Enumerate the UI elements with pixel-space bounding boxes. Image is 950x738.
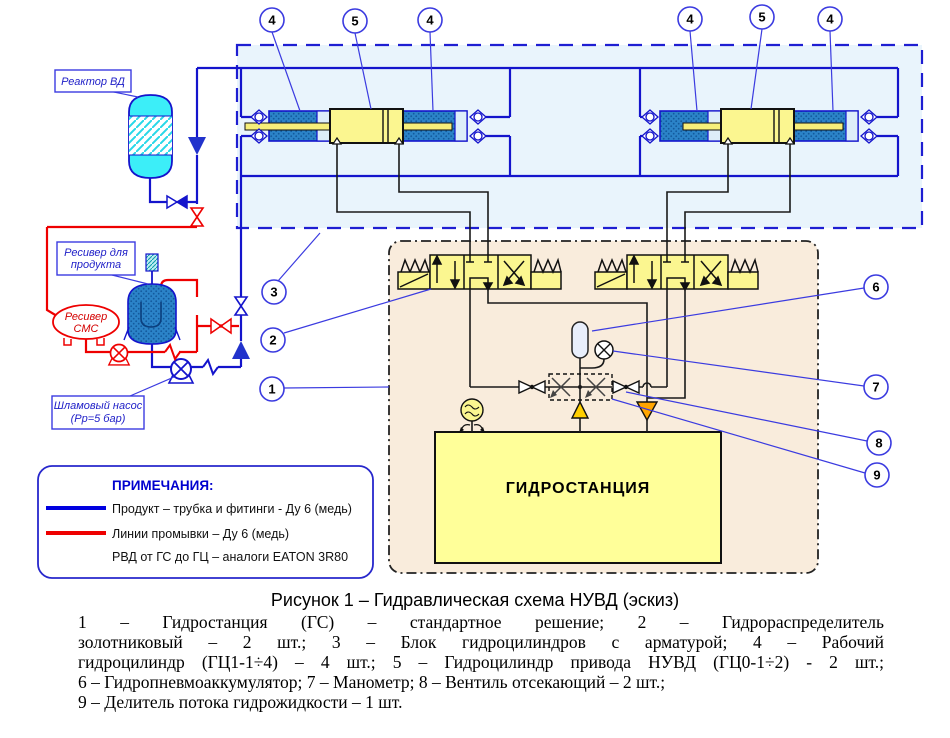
- callout-1: 1: [259, 376, 285, 402]
- callout-6: 6: [863, 274, 889, 300]
- svg-text:4: 4: [268, 13, 276, 28]
- svg-text:4: 4: [826, 12, 834, 27]
- accumulator-icon: [571, 321, 589, 359]
- callout-leaders: [108, 28, 868, 474]
- callout-9: 9: [864, 462, 890, 488]
- legend-title: ПРИМЕЧАНИЯ:: [112, 478, 214, 493]
- cmc-receiver-label-1: Ресивер: [65, 311, 108, 323]
- svg-text:3: 3: [270, 285, 277, 300]
- legend-item-flush: Линии промывки – Ду 6 (медь): [112, 527, 289, 541]
- callout-8: 8: [866, 430, 892, 456]
- svg-text:7: 7: [872, 380, 879, 395]
- cmc-receiver: Ресивер СМС: [52, 304, 120, 346]
- svg-text:1: 1: [268, 382, 275, 397]
- product-piping: [148, 66, 900, 369]
- svg-text:8: 8: [875, 436, 882, 451]
- check-valve-down-icon: [188, 137, 206, 155]
- callout-5b: 5: [749, 4, 775, 30]
- svg-text:продукта: продукта: [71, 259, 121, 271]
- spring-icon: [400, 257, 430, 274]
- svg-text:4: 4: [426, 13, 434, 28]
- reactor-vessel: [128, 94, 173, 179]
- pipe-break-red-icon: [164, 342, 181, 362]
- drive-cylinder: [329, 108, 404, 144]
- flush-branch-valve-icon: [210, 317, 232, 335]
- check-valve-up-icon: [232, 341, 250, 359]
- spring-icon: [730, 257, 759, 274]
- slurry-pump-label-box: Шламовый насос (Рр=5 бар): [51, 395, 145, 430]
- directional-valve-1: [397, 254, 562, 292]
- callout-3: 3: [261, 279, 287, 305]
- breather-icon: [459, 398, 485, 433]
- cylinder-assembly-right: [641, 108, 878, 145]
- svg-text:Ресивер для: Ресивер для: [64, 247, 128, 259]
- callout-4c: 4: [677, 6, 703, 32]
- slurry-pump-icon: [168, 358, 194, 384]
- solenoid-icon: [399, 273, 429, 288]
- spring-icon: [533, 257, 562, 274]
- pressure-gauge-icon: [594, 340, 614, 360]
- component-list-line: 6 – Гидропневмоаккумулятор; 7 – Манометр…: [78, 672, 666, 692]
- dip-tube-icon: [140, 302, 162, 328]
- drive-cylinder: [720, 108, 795, 144]
- svg-text:5: 5: [758, 10, 765, 25]
- svg-text:Шламовый насос: Шламовый насос: [54, 400, 143, 412]
- solenoid-icon: [596, 273, 626, 288]
- shutoff-valve-left-icon: [518, 379, 546, 395]
- legend-item-product: Продукт – трубка и фитинги - Ду 6 (медь): [112, 502, 352, 516]
- flush-pump-icon: [107, 343, 131, 366]
- component-list-line: 1 – Гидростанция (ГС) – стандартное реше…: [78, 612, 884, 632]
- equipment-labels: Реактор ВД Ресивер для продукта Шламовый…: [51, 69, 145, 430]
- reactor-label: Реактор ВД: [61, 76, 125, 88]
- component-list-line: золотниковый – 2 шт.; 3 – Блок гидроцили…: [78, 632, 884, 652]
- reactor-label-box: Реактор ВД: [54, 69, 132, 93]
- component-list: 1 – Гидростанция (ГС) – стандартное реше…: [0, 610, 950, 712]
- legend-item-rvd: РВД от ГС до ГЦ – аналоги EATON 3R80: [112, 550, 348, 564]
- hose-lines: [336, 144, 791, 255]
- flow-divider: [548, 373, 613, 401]
- component-list-line: 9 – Делитель потока гидрожидкости – 1 шт…: [78, 692, 403, 712]
- svg-text:2: 2: [269, 333, 276, 348]
- reactor-outlet-valve-icon: [166, 194, 188, 210]
- directional-valve-2: [594, 254, 759, 292]
- flush-tap-valve-icon: [190, 207, 204, 227]
- scheme-canvas: ГИДРОСТАНЦИЯ: [37, 4, 924, 579]
- callout-4a: 4: [259, 7, 285, 33]
- pressure-port-triangle-icon: [570, 400, 590, 419]
- hydrostation-tank: [434, 431, 722, 564]
- product-receiver: [123, 253, 181, 345]
- flush-piping: [45, 225, 239, 354]
- svg-text:4: 4: [686, 12, 694, 27]
- figure-caption: Рисунок 1 – Гидравлическая схема НУВД (э…: [270, 590, 680, 610]
- callout-bubbles: 4 5 4 4 5 4 3 2 1 6 7 8 9: [259, 4, 892, 488]
- svg-text:5: 5: [351, 14, 358, 29]
- callout-4b: 4: [417, 7, 443, 33]
- svg-text:9: 9: [873, 468, 880, 483]
- callout-5a: 5: [342, 8, 368, 34]
- callout-2: 2: [260, 327, 286, 353]
- legend-box: ПРИМЕЧАНИЯ: Продукт – трубка и фитинги -…: [37, 465, 374, 579]
- product-receiver-label-box: Ресивер для продукта: [56, 241, 136, 276]
- station-piping: [469, 289, 686, 432]
- flush-riser-valve-icon: [234, 296, 248, 316]
- svg-text:6: 6: [872, 280, 879, 295]
- spring-icon: [597, 257, 627, 274]
- svg-text:(Рр=5 бар): (Рр=5 бар): [71, 413, 126, 425]
- shutoff-valve-right-icon: [612, 379, 640, 395]
- callout-4d: 4: [817, 6, 843, 32]
- pipe-break-blue-icon: [202, 357, 219, 377]
- cylinder-assembly-left: [244, 108, 487, 145]
- callout-7: 7: [863, 374, 889, 400]
- cmc-receiver-label-2: СМС: [74, 323, 99, 335]
- agitator-motor-icon: [145, 253, 159, 272]
- hydrostation-label: ГИДРОСТАНЦИЯ: [506, 480, 651, 497]
- component-list-line: гидроцилиндр (ГЦ1-1÷4) – 4 шт.; 5 – Гидр…: [78, 652, 884, 672]
